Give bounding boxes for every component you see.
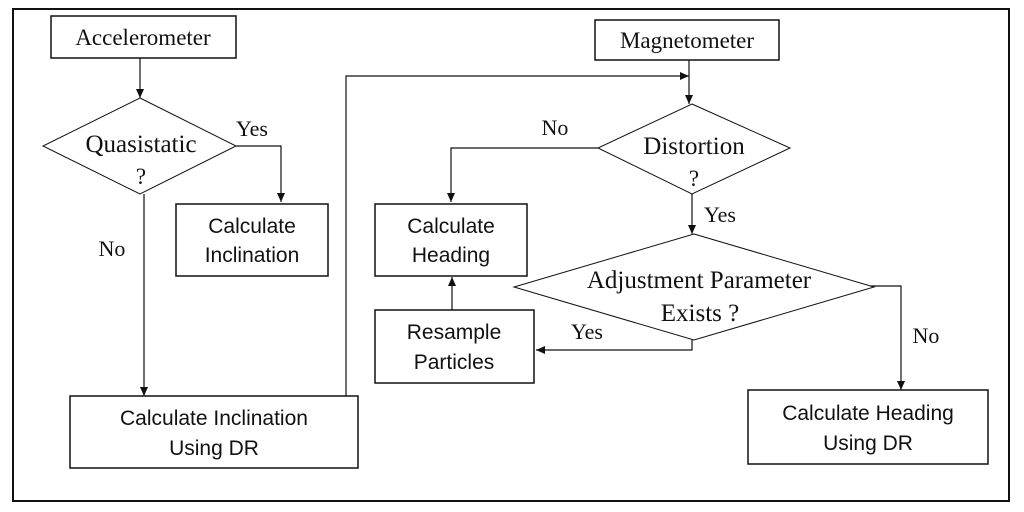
calculate-heading-box: Calculate Heading: [374, 203, 528, 277]
calculate-inclination-dr-box: Calculate Inclination Using DR: [69, 395, 359, 469]
resample-line1: Resample: [407, 321, 502, 344]
accelerometer-box: Accelerometer: [50, 15, 237, 59]
adj-yes-label: Yes: [571, 319, 603, 344]
connectors: [136, 58, 905, 396]
calculate-inclination-line1: Calculate: [208, 215, 296, 238]
dist-yes-label: Yes: [704, 202, 736, 227]
resample-particles-box: Resample Particles: [374, 309, 535, 384]
magnetometer-box: Magnetometer: [594, 19, 780, 61]
calculate-heading-line1: Calculate: [407, 215, 495, 238]
adj-no-label: No: [913, 323, 940, 348]
magnetometer-label: Magnetometer: [620, 28, 754, 53]
calculate-heading-dr-line1: Calculate Heading: [782, 402, 954, 425]
quasistatic-decision: Quasistatic ?: [41, 97, 238, 195]
arrow-quasi-yes: [236, 145, 285, 202]
arrow-incl-dr-to-dist: [345, 72, 689, 396]
arrow-adj-yes: [536, 340, 693, 354]
calculate-inclination-box: Calculate Inclination: [175, 203, 329, 277]
edge-labels: Yes No No Yes Yes No: [99, 115, 940, 348]
accelerometer-label: Accelerometer: [75, 25, 211, 50]
calculate-heading-line2: Heading: [412, 244, 490, 267]
arrow-adj-no: [870, 285, 905, 390]
arrow-dist-no: [447, 147, 598, 202]
quasistatic-label: Quasistatic: [85, 131, 196, 158]
calculate-inclination-dr-line2: Using DR: [169, 437, 259, 460]
diagram-frame: [12, 8, 1010, 502]
calculate-heading-dr-line2: Using DR: [823, 432, 913, 455]
adjustment-question: Exists ?: [661, 300, 739, 327]
dist-no-label: No: [542, 115, 569, 140]
distortion-label: Distortion: [643, 133, 745, 160]
quasi-yes-label: Yes: [236, 116, 268, 141]
calculate-inclination-dr-line1: Calculate Inclination: [120, 407, 308, 430]
distortion-question: ?: [689, 166, 699, 191]
quasistatic-question: ?: [136, 164, 146, 189]
calculate-inclination-line2: Inclination: [205, 244, 300, 267]
adjustment-decision: Adjustment Parameter Exists ?: [512, 233, 876, 341]
distortion-decision: Distortion ?: [596, 103, 792, 195]
quasi-no-label: No: [99, 236, 126, 261]
resample-line2: Particles: [414, 351, 495, 374]
calculate-heading-dr-box: Calculate Heading Using DR: [747, 389, 989, 465]
adjustment-label: Adjustment Parameter: [587, 267, 812, 294]
